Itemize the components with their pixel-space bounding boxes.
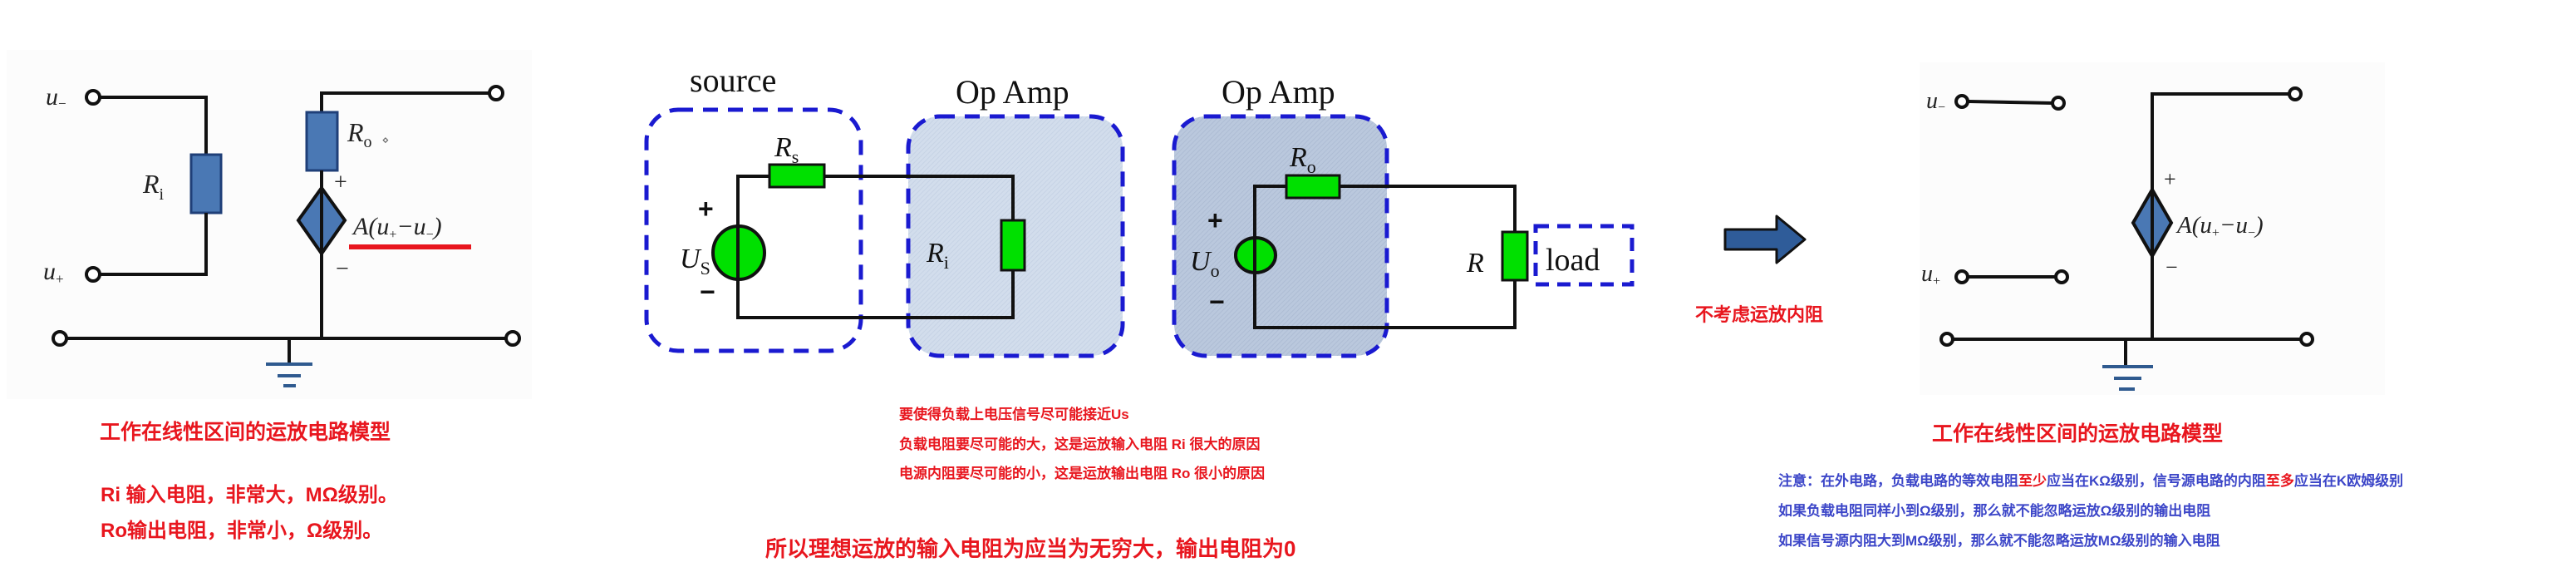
label-vcvs-plus: + bbox=[334, 170, 347, 195]
wire-load-return bbox=[1253, 272, 1517, 329]
wire-ri-return bbox=[736, 270, 1015, 319]
label-u-minus: u− bbox=[46, 83, 66, 111]
load-box bbox=[1533, 224, 1635, 287]
source-circuit bbox=[711, 163, 1026, 319]
resistor-load bbox=[1501, 230, 1529, 282]
resistor-rs bbox=[768, 163, 826, 189]
terminal-output bbox=[488, 85, 504, 101]
label-ri-mid: Ri bbox=[926, 238, 949, 273]
label-source: source bbox=[690, 62, 776, 99]
opamp-output-box bbox=[1172, 114, 1389, 358]
label-load: load bbox=[1546, 243, 1600, 278]
label-r-load: R bbox=[1466, 248, 1484, 279]
ground-icon-right bbox=[2102, 365, 2153, 391]
wire-uo-top bbox=[1253, 185, 1286, 239]
label-us-minus: − bbox=[700, 277, 715, 307]
wire-u-minus-open bbox=[1967, 100, 2053, 105]
wire-input-top bbox=[100, 96, 208, 154]
label-vcvs-right: A(u+−u−) bbox=[2175, 212, 2264, 240]
left-panel-bg bbox=[7, 50, 532, 399]
label-ri: Ri bbox=[142, 169, 165, 204]
wire-to-ri bbox=[824, 175, 1015, 220]
right-note-1: 注意：在外电路，负载电路的等效电阻至少应当在KΩ级别，信号源电路的内阻至多应当在… bbox=[1778, 469, 2403, 490]
label-opamp-1: Op Amp bbox=[956, 73, 1069, 111]
left-labels: u− u+ Ri Ro⋄ + − A(u+−u−) bbox=[43, 83, 442, 287]
left-model-title: 工作在线性区间的运放电路模型 bbox=[100, 421, 391, 444]
resistor-ro bbox=[305, 111, 339, 172]
terminal-ground-right bbox=[504, 330, 521, 347]
label-ro: Ro⋄ bbox=[347, 117, 389, 151]
right-note-3: 如果信号源内阻大到MΩ级别，那么就不能忽略运放MΩ级别的输入电阻 bbox=[1778, 533, 2220, 549]
middle-conclusion: 所以理想运放的输入电阻为应当为无穷大，输出电阻为0 bbox=[765, 536, 1296, 561]
note-highlight-at-least: 至少 bbox=[2018, 473, 2047, 489]
label-vcvs: A(u+−u−) bbox=[351, 213, 442, 242]
terminal-ground-right-right bbox=[2299, 332, 2314, 347]
left-opamp-model bbox=[52, 85, 521, 364]
right-opamp-model bbox=[1939, 86, 2314, 366]
label-vcvs-plus-right: + bbox=[2164, 167, 2176, 191]
note-highlight-at-most: 至多 bbox=[2265, 473, 2294, 489]
terminal-output-right bbox=[2288, 86, 2303, 101]
wire-output-top bbox=[320, 91, 489, 112]
resistor-ro-mid bbox=[1285, 174, 1341, 200]
label-u-plus: u+ bbox=[43, 258, 64, 287]
terminal-u-plus-right bbox=[1954, 269, 1969, 284]
label-us-plus: + bbox=[698, 194, 714, 224]
right-labels: u− u+ + − A(u+−u−) bbox=[1921, 88, 2264, 288]
middle-note-3: 电源内阻要尽可能的小，这是运放输出电阻 Ro 很小的原因 bbox=[899, 466, 1266, 481]
left-note-ro: Ro输出电阻，非常小，Ω级别。 bbox=[101, 520, 383, 542]
ground-icon-left bbox=[266, 362, 312, 387]
terminal-ground-left-right bbox=[1939, 332, 1954, 347]
resistor-ri bbox=[189, 153, 223, 214]
terminal-u-plus bbox=[85, 266, 101, 283]
right-note-2: 如果负载电阻同样小到Ω级别，那么就不能忽略运放Ω级别的输出电阻 bbox=[1778, 503, 2211, 519]
middle-labels-2: Op Amp Ro Uo R load + − bbox=[1190, 73, 1600, 317]
terminal-u-minus-end bbox=[2051, 96, 2066, 111]
note-part-e: 应当在K欧姆级别 bbox=[2293, 473, 2404, 489]
label-us: US bbox=[680, 244, 710, 279]
terminal-ground-left bbox=[52, 330, 68, 347]
note-part-a: 注意：在外电路，负载电路的等效电阻 bbox=[1778, 473, 2018, 489]
note-part-c: 应当在KΩ级别，信号源电路的内阻 bbox=[2047, 473, 2266, 489]
wire-source-top bbox=[736, 175, 769, 226]
middle-note-1: 要使得负载上电压信号尽可能接近Us bbox=[899, 407, 1129, 422]
label-ro-mid: Ro bbox=[1289, 142, 1316, 177]
middle-note-2: 负载电阻要尽可能的大，这是运放输入电阻 Ri 很大的原因 bbox=[899, 436, 1261, 452]
label-opamp-2: Op Amp bbox=[1222, 73, 1335, 111]
right-arrow-icon bbox=[1723, 214, 1807, 264]
middle-labels-1: source Op Amp Rs US Ri + − bbox=[680, 62, 1069, 307]
label-uo: Uo bbox=[1190, 246, 1220, 281]
label-u-minus-right: u− bbox=[1926, 88, 1945, 115]
label-uo-plus: + bbox=[1207, 205, 1223, 235]
label-uo-minus: − bbox=[1209, 287, 1225, 317]
source-box bbox=[644, 107, 863, 353]
arrow-caption: 不考虑运放内阻 bbox=[1695, 304, 1824, 325]
wire-input-bottom bbox=[100, 213, 208, 276]
resistor-ri-mid bbox=[1000, 219, 1026, 272]
label-u-plus-right: u+ bbox=[1921, 261, 1940, 288]
label-vcvs-minus-right: − bbox=[2166, 255, 2178, 279]
label-vcvs-minus: − bbox=[336, 256, 349, 282]
wire-to-load bbox=[1340, 185, 1517, 232]
terminal-u-minus bbox=[85, 89, 101, 106]
label-rs: Rs bbox=[774, 132, 799, 167]
left-note-ri: Ri 输入电阻，非常大，MΩ级别。 bbox=[101, 484, 398, 506]
terminal-u-minus-right bbox=[1954, 94, 1969, 109]
wire-output-top-right bbox=[2151, 92, 2289, 190]
right-model-title: 工作在线性区间的运放电路模型 bbox=[1932, 422, 2224, 446]
terminal-u-plus-end bbox=[2054, 269, 2069, 284]
output-circuit bbox=[1234, 174, 1529, 329]
